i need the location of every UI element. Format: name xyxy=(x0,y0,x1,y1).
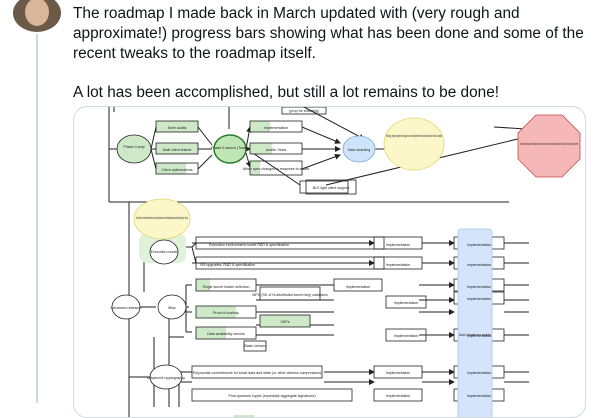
label-impl-14: Implementation xyxy=(467,394,492,398)
phase0-amp-node xyxy=(116,134,152,164)
label-impl-2: Implementation xyxy=(386,263,411,267)
label-mpc: MPC (SK of N-distributed secret key) val… xyxy=(252,293,327,297)
label-impl-5: Implementation xyxy=(394,334,419,338)
label-add-whatever: Add whatever ready xyxy=(459,333,491,337)
label-audits-tests: Audits / tests xyxy=(266,148,287,152)
label-client-optimizations: Client optimizations xyxy=(161,168,192,172)
label-impl-11: Implementation xyxy=(386,371,411,375)
roadmap-diagram: (prop for sharding) Phase 0 amp More aud… xyxy=(108,107,581,417)
label-advanced-research: Advanced research xyxy=(111,306,142,310)
tweet-text: The roadmap I made back in March updated… xyxy=(73,4,593,103)
author-avatar[interactable] xyxy=(13,0,61,32)
label-impl-4: Implementation xyxy=(394,301,419,305)
label-impl-7: Implementation xyxy=(467,263,492,267)
label-proof-of-custody: Proof of custody xyxy=(213,311,239,315)
label-bls-light-client: BLS light client support xyxy=(313,186,350,190)
advanced-crypto-node xyxy=(149,364,183,390)
label-impl-12: Implementation xyxy=(386,394,411,398)
label-exec-env: Execution environment model R&D & specif… xyxy=(209,243,289,247)
sharding-note-node xyxy=(383,117,445,171)
label-implementation-top: Implementation xyxy=(264,126,289,130)
label-impl-13: Implementation xyxy=(467,371,492,375)
removal-octagon xyxy=(517,114,581,178)
label-removal-note: If desired, leave layer can go into "mai… xyxy=(520,142,578,146)
label-sharding-note: Sharding, merge and light client support… xyxy=(386,134,442,138)
label-execution-model: Execution model xyxy=(151,250,178,254)
label-impl-8: Implementation xyxy=(467,285,492,289)
label-stateless-note: Even without sh-enshrined execution mode… xyxy=(136,216,188,220)
label-impl-10: Implementation xyxy=(467,334,492,338)
label-polynomial: Polynomial commitments for block data an… xyxy=(193,371,321,375)
label-impl-1: Implementation xyxy=(386,243,411,247)
label-misc: Misc xyxy=(168,306,176,310)
label-phase1-top: (prop for sharding) xyxy=(289,109,319,113)
label-impl-3: Implementation xyxy=(346,285,371,289)
label-post-quantum: Post-quantum crypto (especially aggregat… xyxy=(228,394,315,398)
execution-model-node xyxy=(149,239,179,265)
label-more-audits: More audits xyxy=(168,126,187,130)
phase0-launch-node xyxy=(213,134,247,164)
misc-node xyxy=(157,294,187,320)
stateless-note-node xyxy=(133,198,191,240)
label-phase0-launch: Phase 0 launch (Today) xyxy=(211,146,249,150)
avatar-face xyxy=(25,0,49,26)
label-vm-upgrades: VM upgrades, R&D & specification xyxy=(200,263,255,267)
label-multi-client-testnet: Multi client testnet xyxy=(163,148,192,152)
label-single-secret: Single secret leader selection xyxy=(203,285,250,289)
label-basic-version: Basic version xyxy=(244,344,265,348)
label-impl-6: Implementation xyxy=(467,243,492,247)
label-data-availability: Data availability checks xyxy=(207,332,245,336)
label-impl-9: Implementation xyxy=(467,297,492,301)
tweet-paragraph-2: A lot has been accomplished, but still a… xyxy=(73,84,500,101)
label-advanced-crypto: Advanced cryptography xyxy=(147,376,185,380)
tweet-paragraph-1: The roadmap I made back in March updated… xyxy=(73,5,584,62)
roadmap-image[interactable]: (prop for sharding) Phase 0 amp More aud… xyxy=(73,106,586,418)
label-phase0-amp: Phase 0 amp xyxy=(123,145,144,149)
advanced-research-node xyxy=(111,294,141,320)
label-data-sharding: Data sharding xyxy=(348,148,370,152)
label-minor-spec-changes: Minor spec changes in response to audits xyxy=(243,167,310,171)
data-sharding-node xyxy=(342,135,376,163)
add-whatever-ready-box xyxy=(457,228,493,417)
thread-connector-line xyxy=(36,34,38,403)
label-vdfs: VDFs xyxy=(281,320,290,324)
